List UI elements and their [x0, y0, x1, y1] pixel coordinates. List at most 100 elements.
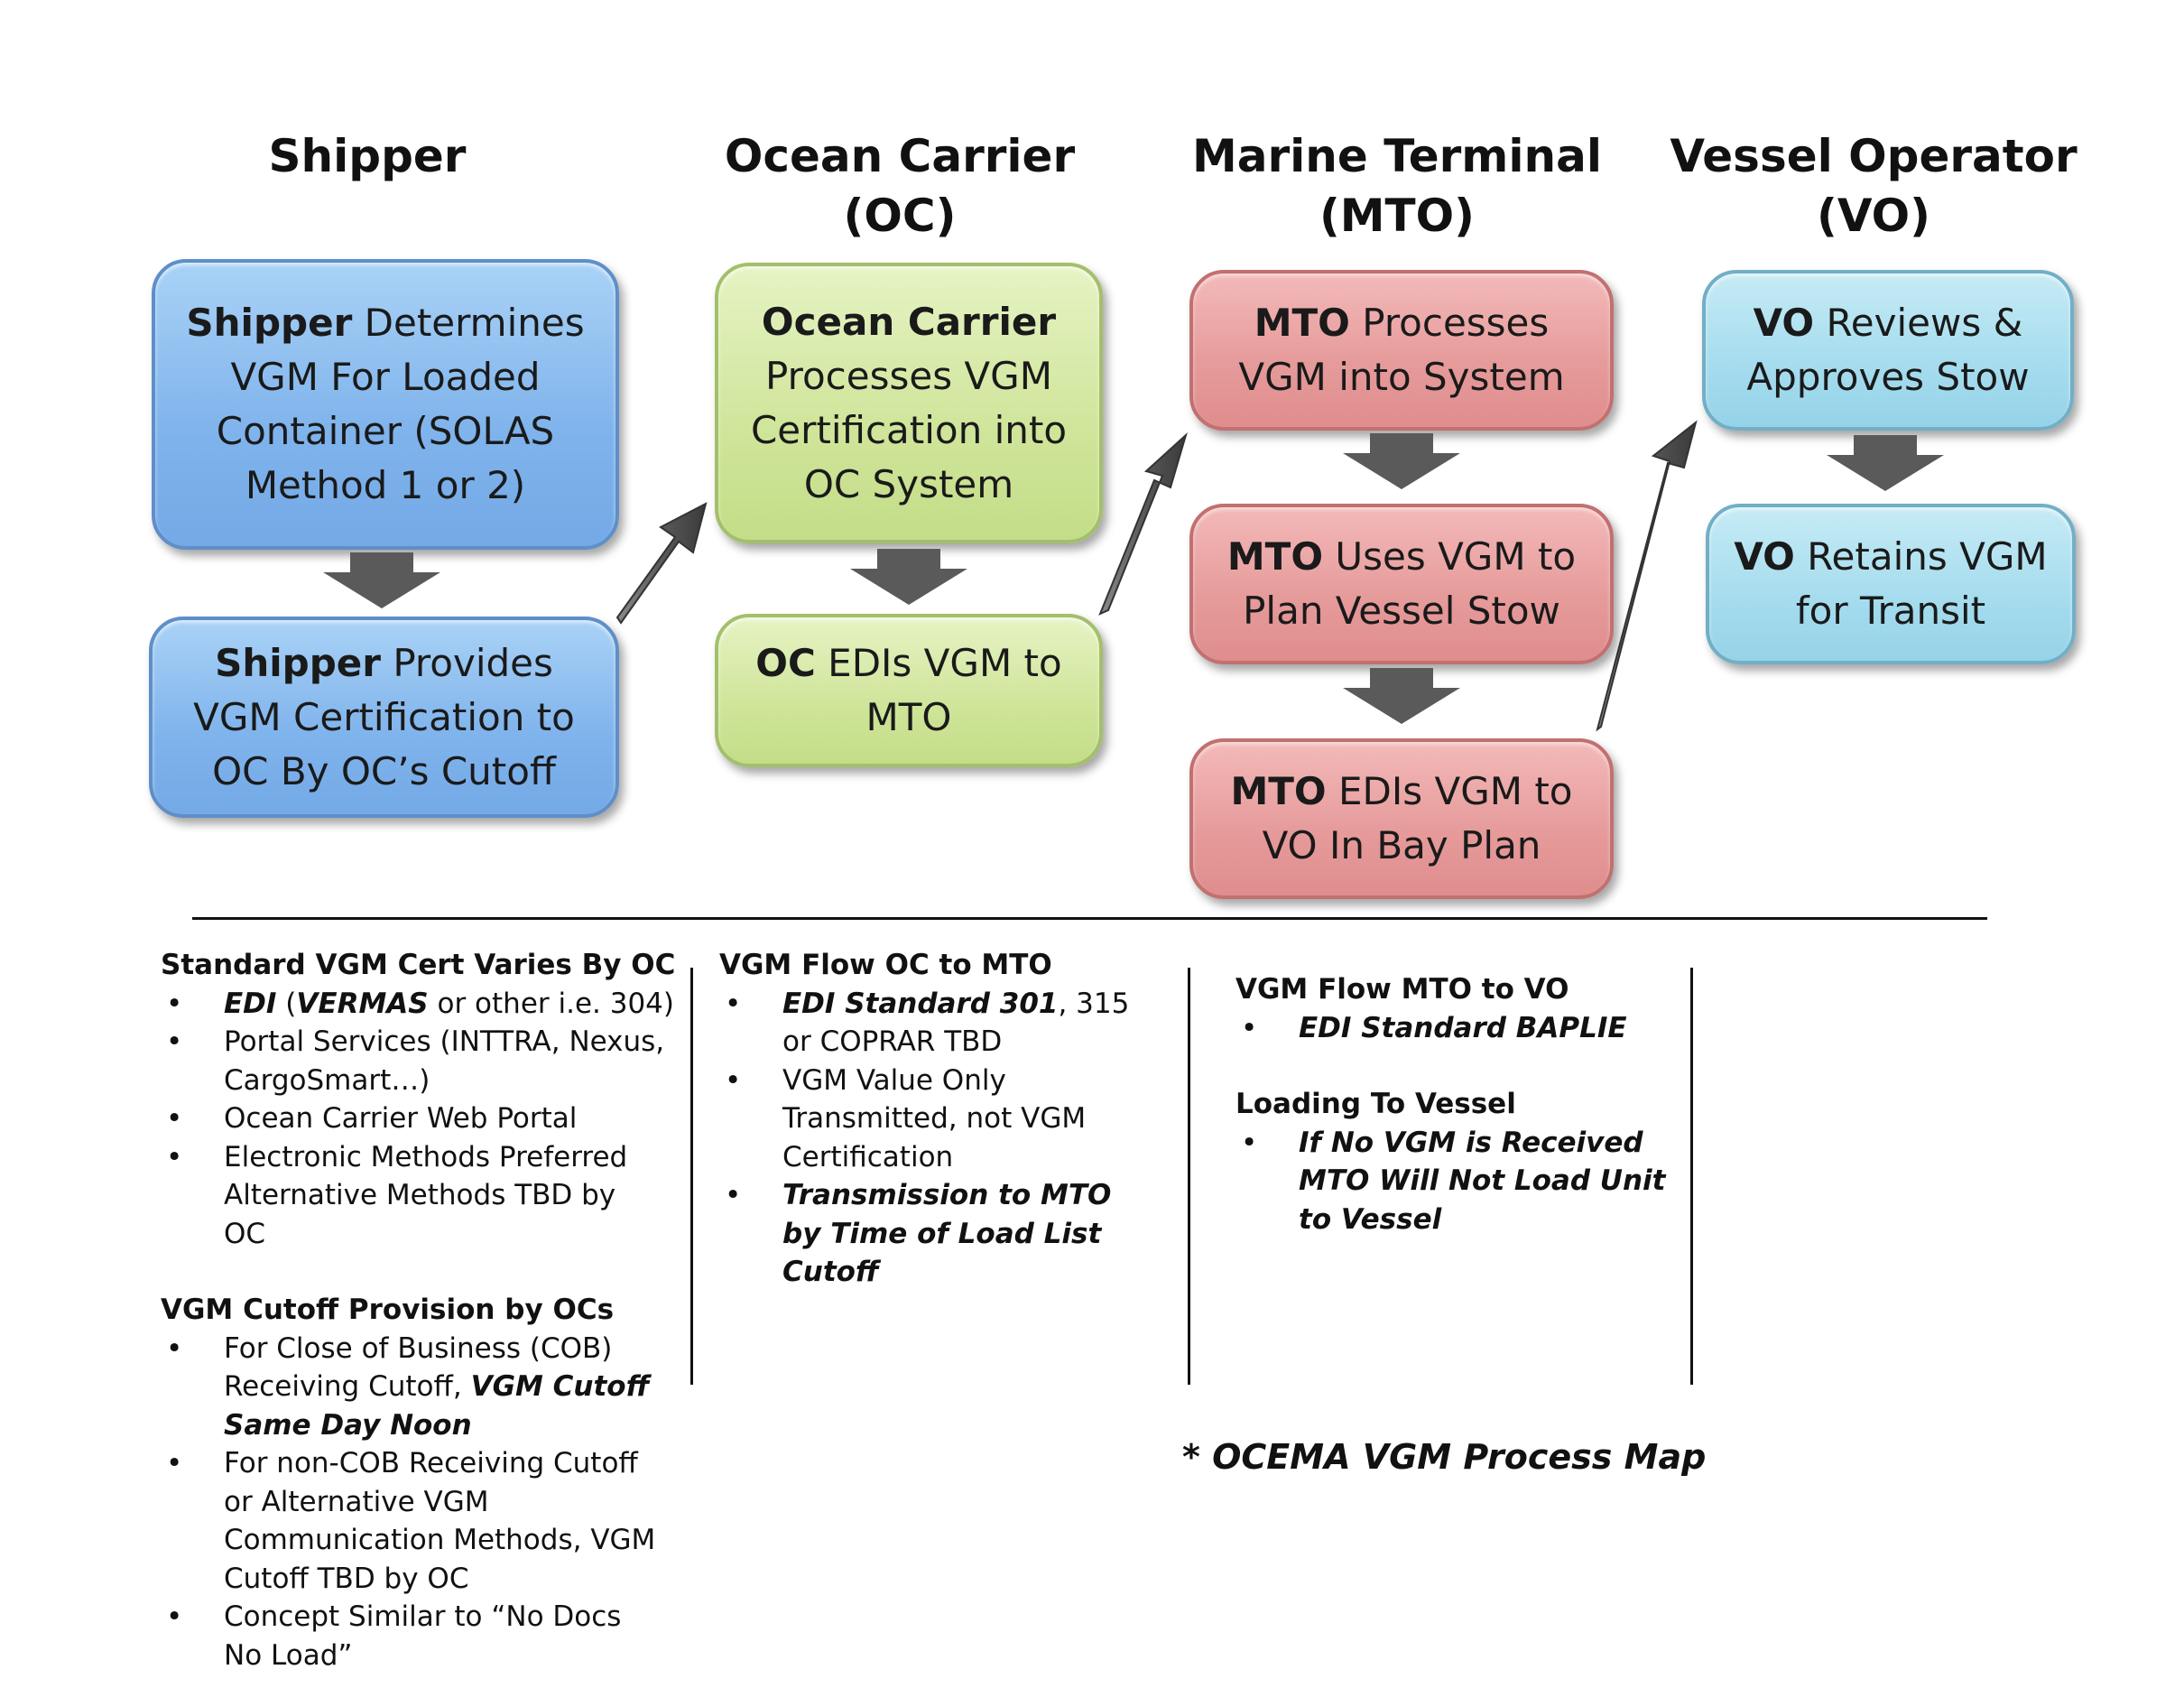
box-shipper-determines-text: Determines VGM For Loaded Container (SOL… — [216, 301, 585, 507]
box-vo-reviews-text: Reviews & Approves Stow — [1746, 301, 2030, 399]
bullet: • — [166, 1600, 183, 1633]
box-oc-edis-text: EDIs VGM to MTO — [815, 641, 1062, 739]
arrow-down-vo — [1827, 435, 1944, 491]
box-oc-edis: OC EDIs VGM to MTO — [715, 614, 1103, 767]
bullet: • — [725, 1179, 742, 1211]
box-shipper-provides-text: Provides VGM Certification to OC By OC’s… — [193, 640, 575, 793]
horizontal-divider — [192, 917, 1987, 920]
notes-col2-item2: VGM Value Only Transmitted, not VGM Cert… — [782, 1063, 1087, 1173]
arrow-mto-to-vo — [1596, 420, 1698, 732]
bullet: • — [166, 1025, 183, 1058]
list-item: • Concept Similar to “No Docs No Load” — [161, 1598, 702, 1674]
vertical-divider-3 — [1690, 968, 1693, 1385]
bullet: • — [725, 1063, 742, 1097]
list-item: • For non-COB Receiving Cutoff or Altern… — [161, 1444, 702, 1598]
box-mto-processes: MTO Processes VGM into System — [1189, 270, 1614, 431]
notes-col3-item1: EDI Standard BAPLIE — [1299, 1011, 1627, 1044]
arrow-oc-to-mto — [1098, 431, 1188, 616]
box-mto-edis-text: EDIs VGM to VO In Bay Plan — [1262, 769, 1573, 867]
box-vo-reviews-bold: VO — [1753, 301, 1815, 345]
notes-col3-item2: If No VGM is Received MTO Will Not Load … — [1299, 1126, 1666, 1236]
arrow-down-mto-1 — [1343, 433, 1460, 489]
list-item: • VGM Value Only Transmitted, not VGM Ce… — [719, 1062, 1143, 1177]
bullet: • — [166, 1331, 183, 1365]
header-vo-line2: (VO) — [1816, 190, 1931, 242]
box-oc-processes-bold: Ocean Carrier — [761, 299, 1057, 344]
edi-301-emphasis: EDI Standard 301 — [782, 987, 1059, 1020]
bullet: • — [725, 987, 742, 1020]
header-shipper: Shipper — [133, 126, 602, 186]
notes-col1-item5: For Close of Business (COB) Receiving Cu… — [224, 1330, 702, 1445]
box-vo-retains: VO Retains VGM for Transit — [1706, 504, 2076, 664]
notes-column-2: VGM Flow OC to MTO • EDI Standard 301, 3… — [719, 946, 1143, 1292]
notes-col1-item1: EDI (VERMAS or other i.e. 304) — [224, 985, 702, 1024]
bullet: • — [1241, 1011, 1258, 1044]
footnote: * OCEMA VGM Process Map — [1182, 1437, 1707, 1477]
box-mto-processes-bold: MTO — [1254, 301, 1350, 345]
box-mto-edis: MTO EDIs VGM to VO In Bay Plan — [1189, 738, 1614, 899]
notes-col1-title2: VGM Cutoff Provision by OCs — [161, 1294, 615, 1326]
header-shipper-text: Shipper — [268, 130, 467, 182]
bullet: • — [166, 987, 183, 1020]
list-item: • Portal Services (INTTRA, Nexus, CargoS… — [161, 1023, 702, 1099]
list-item: • EDI Standard BAPLIE — [1235, 1009, 1687, 1048]
bullet: • — [1241, 1126, 1258, 1159]
notes-col1-item7: Concept Similar to “No Docs No Load” — [224, 1600, 622, 1672]
notes-col2-title: VGM Flow OC to MTO — [719, 949, 1052, 981]
list-item: • Electronic Methods Preferred Alternati… — [161, 1138, 702, 1254]
notes-col1-item4: Electronic Methods Preferred Alternative… — [224, 1140, 628, 1250]
arrow-shipper-to-oc — [615, 502, 708, 625]
item5-emphasis: VGM Cutoff Same Day Noon — [224, 1370, 650, 1442]
bullet: • — [166, 1102, 183, 1135]
box-shipper-provides: Shipper Provides VGM Certification to OC… — [149, 617, 619, 818]
box-mto-uses-text: Uses VGM to Plan Vessel Stow — [1243, 534, 1577, 633]
edi-emphasis: EDI — [224, 987, 277, 1020]
header-ocean-carrier: Ocean Carrier (OC) — [665, 126, 1134, 246]
notes-col2-item3: Transmission to MTO by Time of Load List… — [782, 1179, 1112, 1288]
header-oc-line1: Ocean Carrier — [724, 130, 1076, 182]
notes-column-3: VGM Flow MTO to VO • EDI Standard BAPLIE… — [1235, 970, 1687, 1238]
list-item: • EDI (VERMAS or other i.e. 304) — [161, 985, 702, 1024]
notes-column-1: Standard VGM Cert Varies By OC • EDI (VE… — [161, 946, 702, 1674]
arrow-down-shipper — [323, 552, 440, 608]
arrow-down-oc — [850, 549, 967, 605]
box-mto-uses: MTO Uses VGM to Plan Vessel Stow — [1189, 504, 1614, 664]
notes-col1-title1: Standard VGM Cert Varies By OC — [161, 949, 676, 981]
box-shipper-determines-bold: Shipper — [186, 301, 353, 345]
box-mto-edis-bold: MTO — [1230, 769, 1327, 813]
list-item: • Transmission to MTO by Time of Load Li… — [719, 1176, 1143, 1292]
box-vo-reviews: VO Reviews & Approves Stow — [1702, 270, 2074, 431]
item1-rest: or other i.e. 304) — [428, 987, 674, 1020]
notes-col3-title1: VGM Flow MTO to VO — [1235, 973, 1569, 1006]
box-oc-processes-text: Processes VGM Certification into OC Syst… — [750, 353, 1068, 506]
header-vo-line1: Vessel Operator — [1670, 130, 2078, 182]
header-marine-terminal: Marine Terminal (MTO) — [1162, 126, 1632, 246]
header-vessel-operator: Vessel Operator (VO) — [1639, 126, 2108, 246]
box-vo-retains-bold: VO — [1734, 534, 1795, 579]
notes-col1-item3: Ocean Carrier Web Portal — [224, 1102, 578, 1135]
notes-col2-item1: EDI Standard 301, 315 or COPRAR TBD — [782, 985, 1143, 1062]
notes-col1-item2: Portal Services (INTTRA, Nexus, CargoSma… — [224, 1025, 665, 1097]
box-shipper-provides-bold: Shipper — [215, 640, 381, 685]
vertical-divider-1 — [690, 968, 693, 1385]
header-oc-line2: (OC) — [843, 190, 957, 242]
notes-col1-item6: For non-COB Receiving Cutoff or Alternat… — [224, 1447, 656, 1595]
list-item: • Ocean Carrier Web Portal — [161, 1099, 702, 1138]
bullet: • — [166, 1140, 183, 1173]
box-oc-processes: Ocean Carrier Processes VGM Certificatio… — [715, 263, 1103, 543]
header-mto-line1: Marine Terminal — [1192, 130, 1602, 182]
bullet: • — [166, 1447, 183, 1479]
list-item: • EDI Standard 301, 315 or COPRAR TBD — [719, 985, 1143, 1062]
vermas-emphasis: VERMAS — [296, 987, 429, 1020]
box-vo-retains-text: Retains VGM for Transit — [1794, 534, 2048, 633]
arrow-down-mto-2 — [1343, 668, 1460, 724]
box-mto-uses-bold: MTO — [1226, 534, 1324, 579]
vertical-divider-2 — [1188, 968, 1190, 1385]
list-item: • If No VGM is Received MTO Will Not Loa… — [1235, 1124, 1687, 1239]
box-oc-edis-bold: OC — [755, 641, 816, 685]
header-mto-line2: (MTO) — [1319, 190, 1476, 242]
box-mto-processes-text: Processes VGM into System — [1238, 301, 1565, 399]
item1-rest: , 315 or COPRAR TBD — [782, 987, 1130, 1059]
list-item: • For Close of Business (COB) Receiving … — [161, 1330, 702, 1445]
